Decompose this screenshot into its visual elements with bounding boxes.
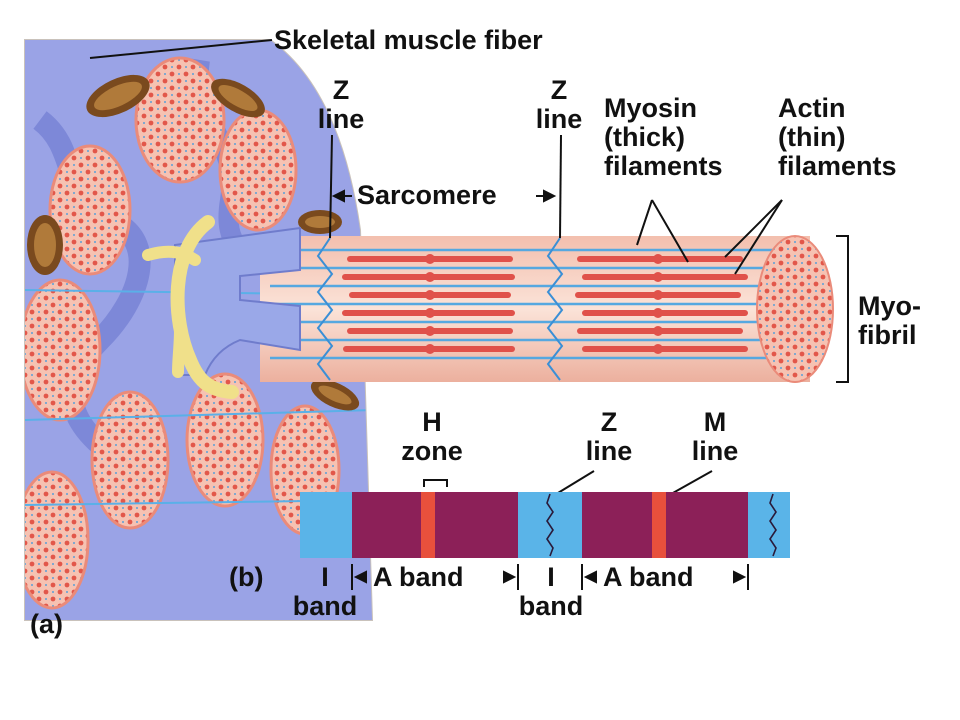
m-letter: M — [703, 407, 727, 437]
myosin-word: Myosin — [604, 93, 698, 123]
myofibril — [260, 235, 834, 383]
sarcomere-label: Sarcomere — [357, 180, 497, 210]
mitochondrion — [211, 78, 265, 118]
a-band-label-right: A band — [603, 562, 694, 592]
i-letter: I — [547, 562, 555, 592]
actin-thin-word: (thin) — [778, 122, 846, 152]
skeletal-muscle-fiber-label: Skeletal muscle fiber — [274, 25, 543, 55]
part-a-label: (a) — [30, 609, 63, 639]
h-zone-segment — [421, 492, 435, 558]
h-letter: H — [422, 407, 442, 437]
z-line-label-bottom: Z line — [576, 408, 642, 466]
zone-word: zone — [401, 436, 463, 466]
mitochondrion — [86, 74, 150, 118]
mitochondrion — [310, 379, 360, 411]
myofibril-cross-section — [25, 470, 90, 610]
line-word: line — [585, 436, 633, 466]
myofibril-cross-section — [134, 56, 226, 184]
i-band-segment — [300, 492, 352, 558]
myofibril-cross-section — [90, 390, 170, 530]
z-line-label-right: Z line — [526, 76, 592, 134]
line-word: line — [317, 104, 365, 134]
myofibril-cross-section — [185, 372, 265, 508]
z-letter: Z — [332, 75, 350, 105]
z-line-label-left: Z line — [308, 76, 374, 134]
i-letter: I — [321, 562, 329, 592]
h-zone-segment — [652, 492, 666, 558]
myofibril-cross-section — [25, 278, 102, 422]
myofibril-label: Myo- fibril — [858, 292, 921, 350]
myofibril-cross-section — [218, 108, 298, 232]
h-zone-label: H zone — [392, 408, 472, 466]
actin-word: Actin — [778, 93, 846, 123]
i-band-label-right: I band — [508, 563, 594, 621]
actin-label: Actin (thin) filaments — [778, 94, 897, 181]
actin-filaments-word: filaments — [778, 151, 897, 181]
a-band-label-left: A band — [373, 562, 464, 592]
band-word: band — [518, 591, 584, 621]
z-letter: Z — [550, 75, 568, 105]
m-line-label: M line — [682, 408, 748, 466]
part-b-label: (b) — [229, 562, 264, 592]
mitochondrion — [27, 215, 63, 275]
line-word: line — [691, 436, 739, 466]
fibril-word: fibril — [858, 320, 917, 350]
band-word: band — [292, 591, 358, 621]
z-letter: Z — [600, 407, 618, 437]
sarcomere-band-diagram — [300, 492, 790, 590]
myosin-label: Myosin (thick) filaments — [604, 94, 723, 181]
t-tubule — [142, 215, 239, 399]
i-band-label-left: I band — [282, 563, 368, 621]
line-word: line — [535, 104, 583, 134]
myosin-thick-word: (thick) — [604, 122, 685, 152]
i-band-segment — [748, 492, 790, 558]
myo-word: Myo- — [858, 291, 921, 321]
mitochondrion — [298, 210, 342, 234]
myosin-filaments-word: filaments — [604, 151, 723, 181]
myofibril-cross-section — [48, 144, 132, 276]
